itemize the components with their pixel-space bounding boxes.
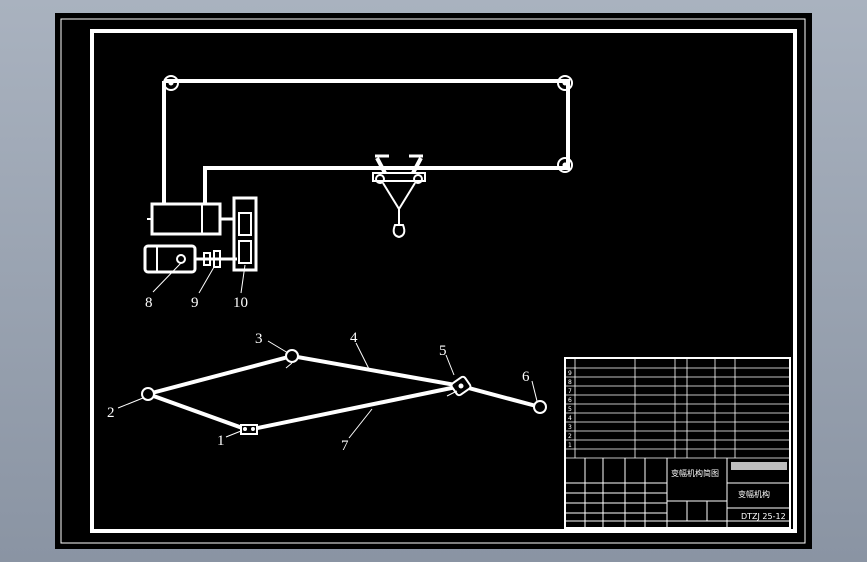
leader-9 [198,266,215,294]
assembly-name: 变幅机构 [738,489,770,499]
svg-text:6: 6 [568,397,572,404]
slider-5 [450,375,472,397]
callout-8: 8 [145,295,153,311]
drive-train [143,196,258,294]
drawing-code: DTZJ 25-12 [741,512,786,521]
callout-7: 7 [341,438,349,454]
callout-4: 4 [350,330,358,346]
title-block [564,357,791,529]
callout-2: 2 [107,405,115,421]
gearbox-10 [220,196,258,272]
callout-3: 3 [255,331,263,347]
joint-3 [285,349,299,363]
svg-text:2: 2 [568,433,572,440]
joint-6 [533,400,547,414]
motor-8 [143,244,197,274]
joint-1-block [240,424,258,435]
pulley-bottom-right [557,157,573,173]
svg-text:9: 9 [568,370,572,377]
svg-text:8: 8 [568,379,572,386]
drawing-title: 变幅机构简图 [671,468,719,478]
rope-system [162,75,573,239]
callout-9: 9 [191,295,199,311]
joint-2 [141,387,155,401]
inner-frame [90,29,797,533]
coupling-9 [195,250,237,268]
leader-10 [240,264,246,294]
pulley-top-right [557,75,573,91]
cad-viewport[interactable]: 8 9 10 2 1 3 4 5 6 7 [55,13,812,549]
leader-8 [152,262,182,293]
svg-text:7: 7 [568,388,572,395]
link-lower [147,384,462,433]
parts-list: 9 8 7 6 5 4 3 2 1 [568,370,572,449]
linkage-diagram [117,340,547,439]
svg-text:5: 5 [568,406,572,413]
callout-1: 1 [217,433,225,449]
callout-5: 5 [439,343,447,359]
svg-text:3: 3 [568,424,572,431]
link-upper [147,353,541,409]
trolley [372,154,426,184]
drawing-canvas: 8 9 10 2 1 3 4 5 6 7 [60,18,806,544]
hook [382,182,416,239]
winch-drum [150,202,222,236]
svg-text:4: 4 [568,415,572,422]
pulley-top-left [163,75,179,91]
svg-text:1: 1 [568,442,572,449]
outer-frame [60,18,806,544]
callout-10: 10 [233,295,248,311]
callout-6: 6 [522,369,530,385]
